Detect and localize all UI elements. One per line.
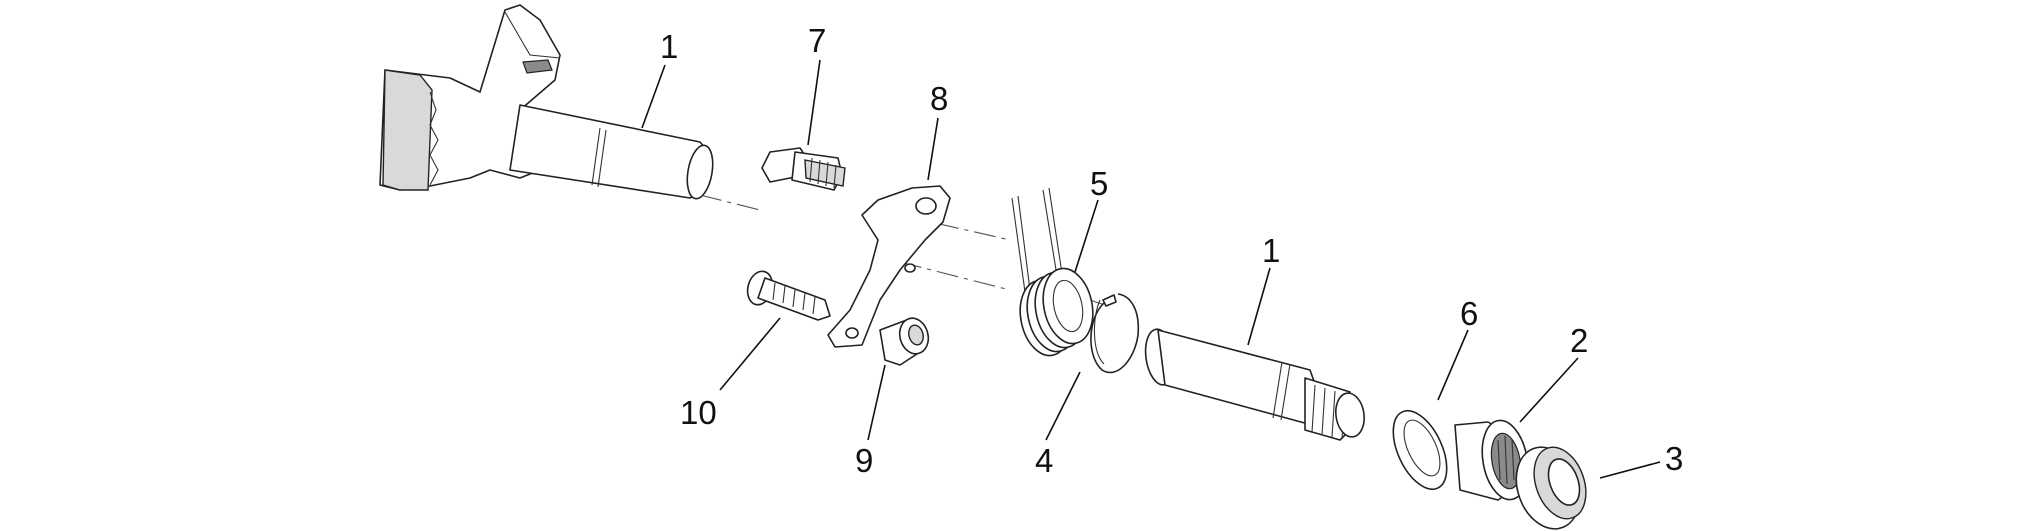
callout-labels: 1 7 8 5 1 6 2 3 4 9 10 <box>660 22 1683 479</box>
shaft-end-part <box>1144 328 1365 441</box>
shaft-lever-part <box>379 4 714 200</box>
washer-part <box>1392 410 1448 490</box>
callout-7: 7 <box>808 22 826 59</box>
callout-4: 4 <box>1035 442 1053 479</box>
callout-8: 8 <box>930 80 948 117</box>
callout-10: 10 <box>680 394 717 431</box>
pin-part <box>746 270 831 321</box>
callout-3: 3 <box>1665 440 1683 477</box>
retaining-clip-part <box>1090 293 1140 374</box>
callout-5: 5 <box>1090 165 1108 202</box>
callout-2: 2 <box>1570 322 1588 359</box>
torsion-spring-part <box>1011 187 1094 357</box>
stud-bolt-part <box>761 147 846 191</box>
callout-9: 9 <box>855 442 873 479</box>
seal-ring-part <box>1515 446 1587 530</box>
callout-leaders <box>641 59 1661 479</box>
callout-1-shaft: 1 <box>1262 232 1280 269</box>
callout-1-lever: 1 <box>660 28 678 65</box>
bracket-plate-part <box>827 185 951 348</box>
bushing-part <box>879 317 930 366</box>
callout-6: 6 <box>1460 295 1478 332</box>
